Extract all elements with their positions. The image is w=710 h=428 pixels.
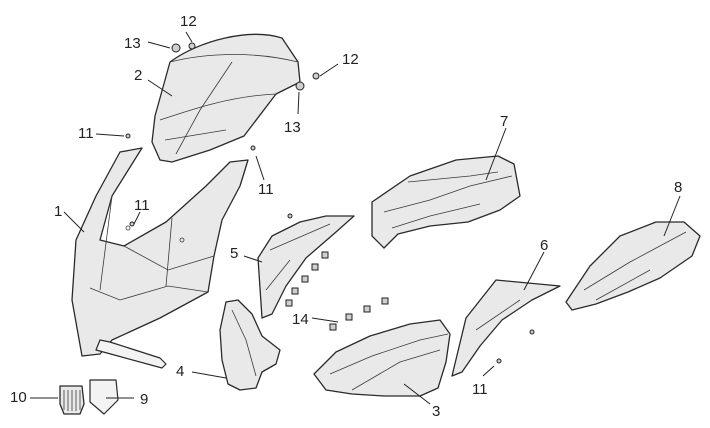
callout-2: 2 (134, 67, 142, 84)
callout-10: 10 (10, 389, 27, 406)
callout-7: 7 (500, 113, 508, 130)
screw-hardware (125, 42, 535, 364)
side-panel-lower-part (451, 279, 561, 377)
emblem-plate-part (59, 385, 85, 415)
callout-3: 3 (432, 403, 440, 420)
callout-9: 9 (140, 391, 148, 408)
emblem-frame-part (89, 379, 119, 415)
callout-13-a: 13 (124, 35, 141, 52)
leader-lines (30, 31, 681, 405)
callout-4: 4 (176, 363, 184, 380)
callout-12-b: 12 (342, 51, 359, 68)
callout-13-b: 13 (284, 119, 301, 136)
callout-8: 8 (674, 179, 682, 196)
side-panel-upper-part (371, 155, 521, 249)
callout-14: 14 (292, 311, 309, 328)
inner-panel-part (257, 215, 355, 319)
callout-1: 1 (54, 203, 62, 220)
inner-bracket-part (219, 299, 281, 391)
callout-labels: 1 2 3 4 5 6 7 8 9 10 11 11 11 11 12 12 1… (10, 13, 682, 420)
callout-11-d: 11 (472, 381, 488, 398)
side-panel-right-part (565, 221, 701, 311)
windscreen-part (151, 33, 301, 163)
callout-6: 6 (540, 237, 548, 254)
callout-11-a: 11 (78, 125, 94, 142)
under-cowl-part (313, 319, 451, 397)
callout-11-b: 11 (134, 197, 150, 214)
clip-hardware (285, 251, 389, 331)
callout-11-c: 11 (258, 181, 274, 198)
front-cowl-part (71, 147, 249, 369)
callout-5: 5 (230, 245, 238, 262)
callout-12-a: 12 (180, 13, 197, 30)
